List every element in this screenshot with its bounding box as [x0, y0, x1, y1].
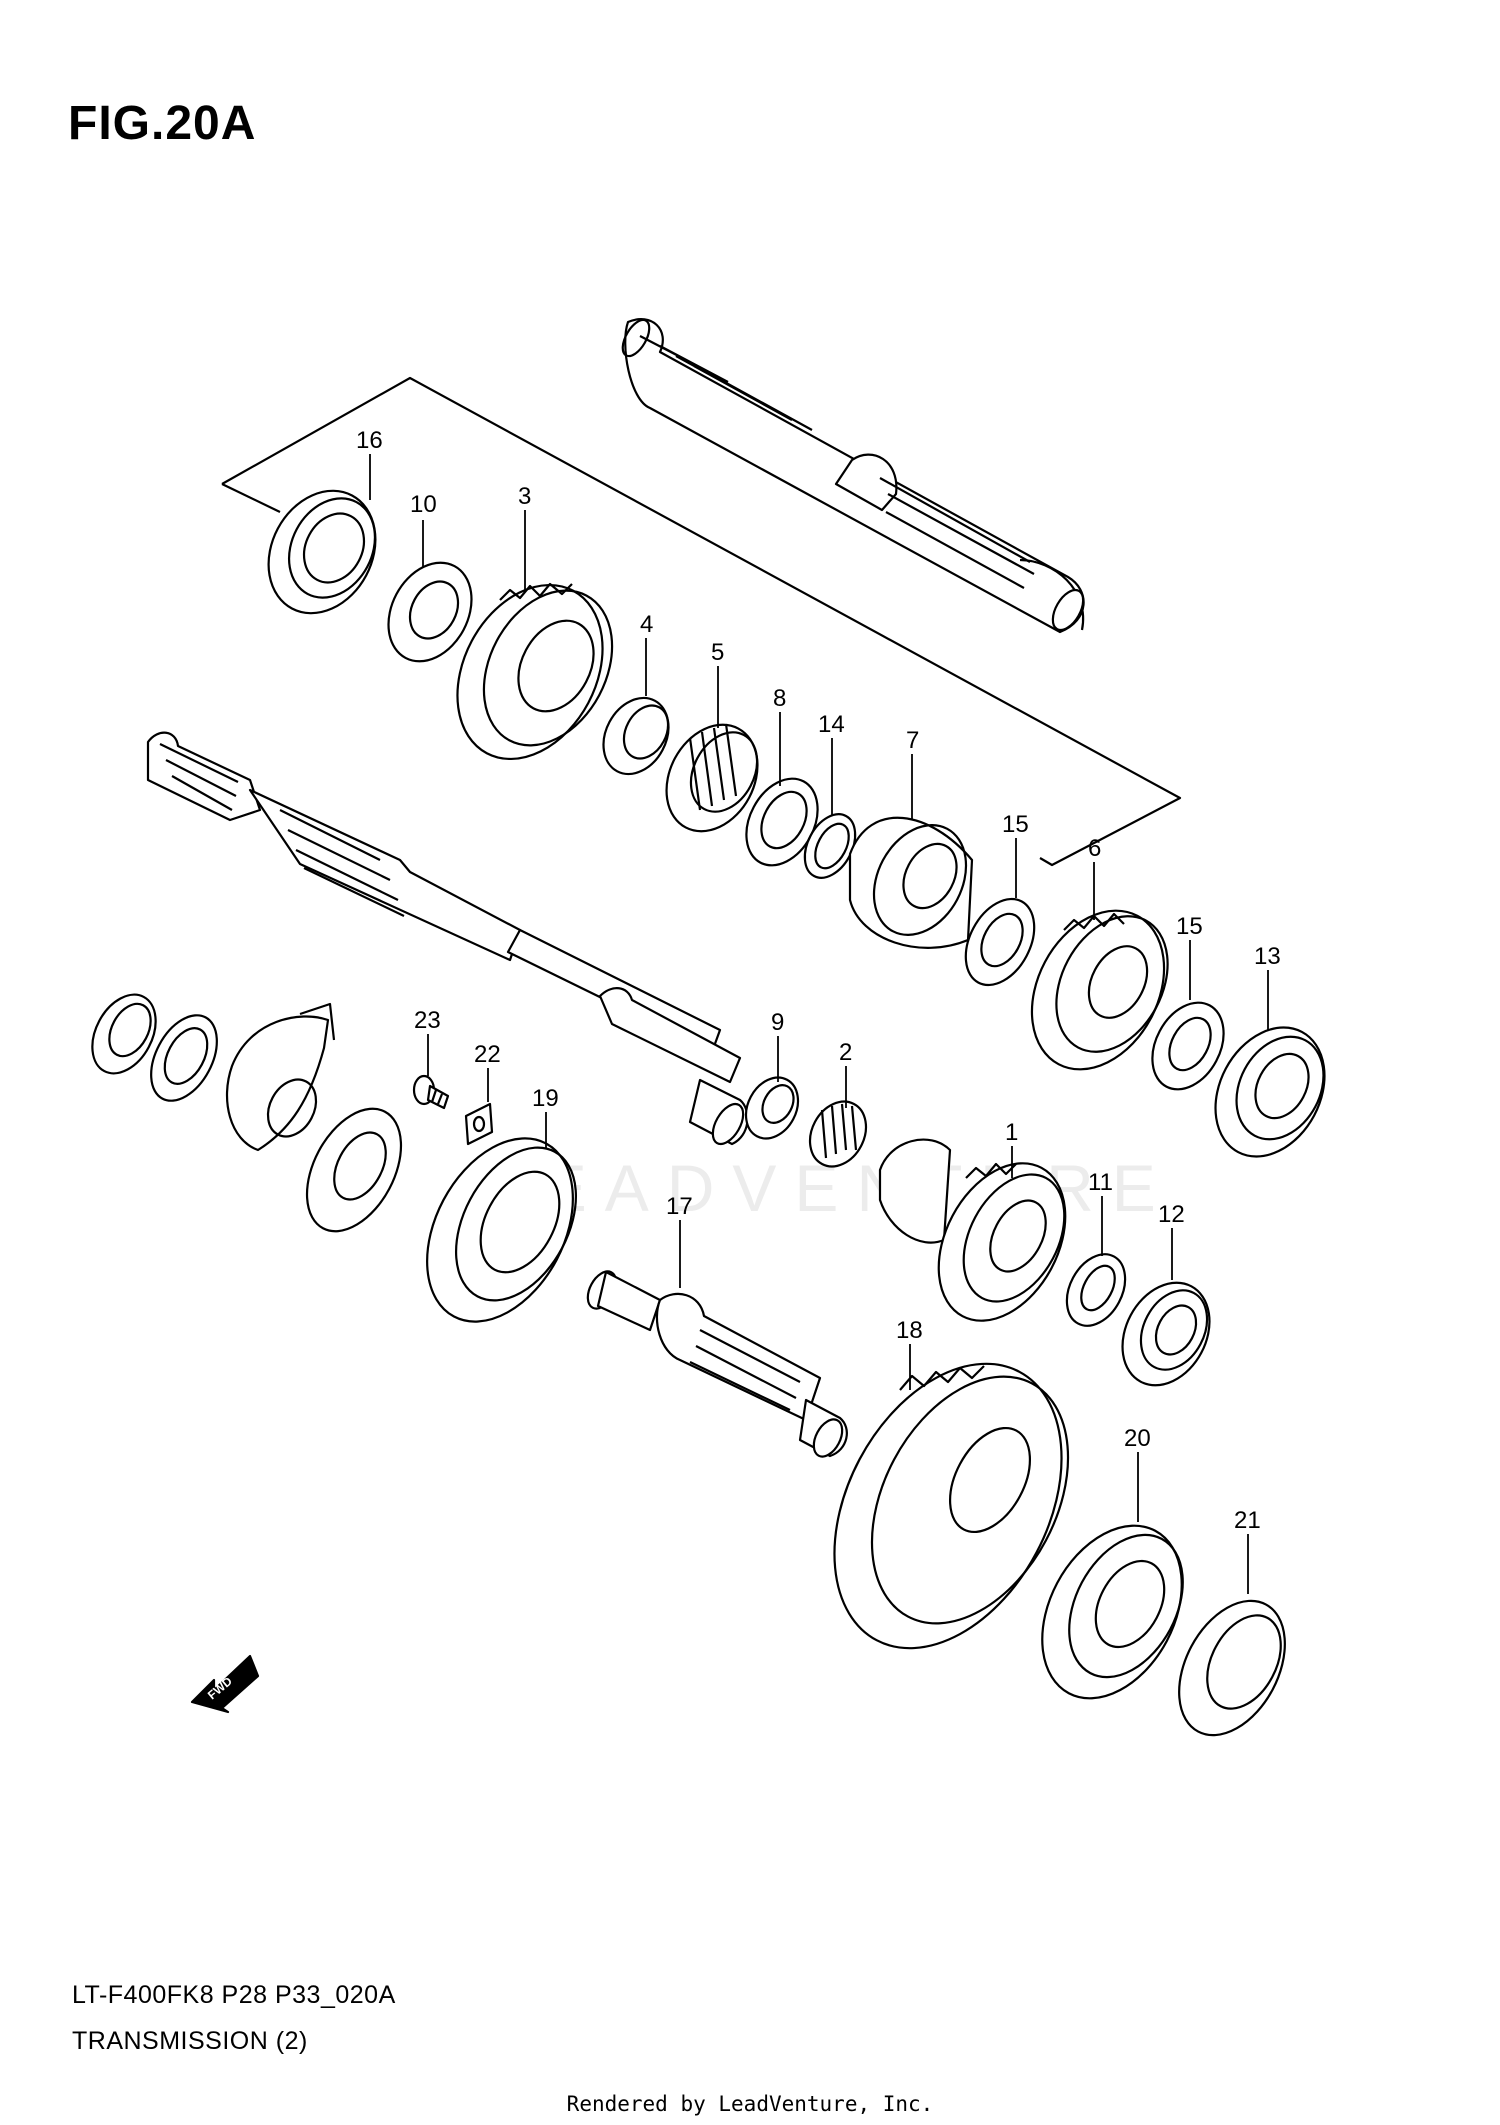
callout-23: 23 [414, 1007, 441, 1034]
callout-19: 19 [532, 1085, 559, 1112]
part-4-bushing [602, 696, 670, 776]
callout-6: 6 [1088, 835, 1101, 862]
figure-title: FIG.20A [68, 97, 257, 150]
callout-8: 8 [773, 685, 786, 712]
part-13-bearing [1214, 1026, 1326, 1158]
part-19-bearing [426, 1137, 578, 1323]
section-name: TRANSMISSION (2) [72, 2027, 308, 2055]
middle-shaft [146, 731, 749, 1146]
callout-9: 9 [771, 1009, 784, 1036]
part-7-shift-gear [848, 816, 974, 949]
callout-15b: 15 [1176, 913, 1203, 940]
part-3-gear [456, 582, 614, 761]
part-10-washer [387, 561, 473, 663]
callout-18: 18 [896, 1317, 923, 1344]
part-23-bolt [412, 1074, 450, 1110]
part-12-bearing [1121, 1281, 1211, 1387]
callout-17: 17 [666, 1193, 693, 1220]
callout-15: 15 [1002, 811, 1029, 838]
callout-22: 22 [474, 1041, 501, 1068]
part-16-bearing [267, 489, 377, 615]
callout-16: 16 [356, 427, 383, 454]
callout-5: 5 [711, 639, 724, 666]
callout-10: 10 [410, 491, 437, 518]
part-5-needle-bearing [665, 723, 759, 833]
part-8-washer [745, 777, 819, 867]
callout-labels: 16 10 3 4 5 8 14 7 15 6 15 13 23 22 19 9… [356, 427, 1281, 1534]
group-outline [221, 376, 1182, 867]
washer-left [150, 1014, 218, 1102]
part-1-gear [878, 1138, 1067, 1322]
part-22-lock-washer [464, 1102, 494, 1146]
fwd-arrow-icon: FWD [190, 1654, 260, 1714]
callout-4: 4 [640, 611, 653, 638]
callout-11: 11 [1088, 1169, 1113, 1196]
part-11-washer [1065, 1253, 1127, 1327]
callout-13: 13 [1254, 943, 1281, 970]
callout-2: 2 [839, 1039, 852, 1066]
part-21-oil-seal [1178, 1599, 1286, 1737]
rendered-by-credit: Rendered by LeadVenture, Inc. [566, 2092, 934, 2116]
callout-20: 20 [1124, 1425, 1151, 1452]
washer-middle [305, 1107, 403, 1233]
part-15-washer-b [1151, 1001, 1225, 1091]
group-outline-left [221, 483, 281, 513]
callout-3: 3 [518, 483, 531, 510]
callout-1: 1 [1005, 1119, 1018, 1146]
upper-shaft [621, 318, 1085, 634]
callout-14: 14 [818, 711, 845, 738]
leader-lines [369, 454, 1269, 1594]
part-20-bearing [1041, 1524, 1184, 1700]
callout-12: 12 [1158, 1201, 1185, 1228]
part-18-gear [833, 1362, 1070, 1650]
part-2-needle-bearing [808, 1100, 868, 1168]
part-14-circlip [803, 813, 857, 879]
oil-seal-left [91, 993, 157, 1075]
callout-21: 21 [1234, 1507, 1261, 1534]
bevel-gear-left [225, 1002, 336, 1152]
part-15-washer-a [964, 897, 1036, 987]
model-code: LT-F400FK8 P28 P33_020A [72, 1981, 396, 2009]
part-9-bushing [744, 1076, 800, 1140]
callout-7: 7 [906, 727, 919, 754]
part-17-output-shaft [586, 1270, 848, 1458]
